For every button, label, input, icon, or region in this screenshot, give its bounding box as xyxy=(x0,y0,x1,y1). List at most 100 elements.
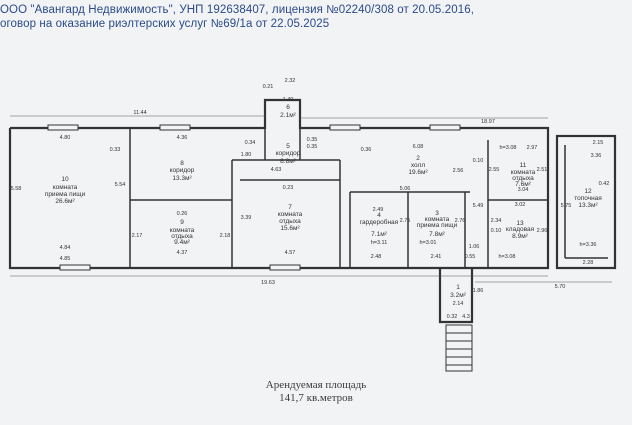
room-6-number: 6 xyxy=(286,104,290,111)
room-11-number: 11 xyxy=(520,162,527,169)
room-7-number: 7 xyxy=(288,204,292,211)
room-4-number: 4 xyxy=(377,212,381,219)
dim-label: 5.70 xyxy=(555,284,566,290)
dim-label: h=3.36 xyxy=(580,242,597,248)
dim-label: 4.36 xyxy=(177,135,188,141)
outer-wall-main xyxy=(8,98,550,270)
room-9-number: 9 xyxy=(180,219,184,226)
room-9-name: комната xyxy=(170,227,195,234)
dim-label: 0.55 xyxy=(465,254,476,260)
dim-label: h=3.01 xyxy=(420,240,437,246)
dim-label: 3.36 xyxy=(591,153,602,159)
dim-label: 0.36 xyxy=(361,147,372,153)
room-5-number: 5 xyxy=(286,143,290,150)
room-3-name2: приема пищи xyxy=(417,222,458,229)
room-9-area: 9.4м² xyxy=(174,239,191,246)
window-5 xyxy=(59,264,91,271)
room-2-area: 19.6м² xyxy=(408,169,428,176)
room-13-number: 13 xyxy=(516,220,524,227)
dim-label: 2.76 xyxy=(455,218,466,224)
room-13-area: 8.9м² xyxy=(512,233,529,240)
window-2 xyxy=(159,124,191,131)
dim-label: 5.49 xyxy=(473,203,484,209)
dim-label: 2.97 xyxy=(527,145,538,151)
rented-area-label: Арендуемая площадь xyxy=(265,379,367,391)
dim-label: 1.86 xyxy=(473,288,484,294)
dim-label: h=3.11 xyxy=(371,240,388,246)
room-7-name2: отдыха xyxy=(279,218,301,225)
room-12-name: топочная xyxy=(574,195,602,202)
inner-walls xyxy=(129,128,608,268)
dim-label: 2.41 xyxy=(431,254,442,260)
dim-label: 4.63 xyxy=(271,167,282,173)
dim-label: 4.85 xyxy=(60,256,71,262)
dim-label: 11.44 xyxy=(133,110,146,116)
room-5-area: 8.8м² xyxy=(280,158,297,165)
room-10-name: комната xyxy=(53,184,78,191)
dim-label: 0.26 xyxy=(177,211,188,217)
room-1-area: 3.2м² xyxy=(450,292,467,299)
room-8-area: 13.3м² xyxy=(172,175,192,182)
dim-label: 2.48 xyxy=(371,254,382,260)
dim-label: 1.06 xyxy=(469,244,480,250)
dim-label: 2.17 xyxy=(132,233,143,239)
outer-wall-boiler-room xyxy=(555,134,617,270)
room-4-area: 7.1м² xyxy=(371,231,388,238)
dim-label: 0.34 xyxy=(245,140,256,146)
dimension-lines xyxy=(10,115,612,283)
dim-label: 6.08 xyxy=(413,144,424,150)
dim-label: 4.57 xyxy=(285,250,296,256)
room-3-name: комната xyxy=(425,216,450,223)
room-9-name2: отдыха xyxy=(171,233,193,240)
dim-label: 0.42 xyxy=(599,181,610,187)
dim-label: 5.75 xyxy=(561,203,572,209)
dim-label: 5.06 xyxy=(400,186,411,192)
dim-label: 0.10 xyxy=(491,228,502,234)
room-2-name: холл xyxy=(411,162,425,169)
room-11-area: 7.6м² xyxy=(515,181,532,188)
room-11-name: комната xyxy=(511,169,536,176)
dim-label: 2.15 xyxy=(593,140,604,146)
dim-label: 4.37 xyxy=(177,250,188,256)
stairs xyxy=(445,324,473,372)
room-3-number: 3 xyxy=(435,210,439,217)
room-1-number: 1 xyxy=(456,284,460,291)
dim-label: 0.33 xyxy=(110,147,121,153)
room-10-number: 10 xyxy=(61,176,69,183)
dim-label: h=3.08 xyxy=(499,254,516,260)
dim-label: 0.35 xyxy=(307,144,318,150)
room-8-number: 8 xyxy=(180,160,184,167)
header-line-2: оговор на оказание риэлтерских услуг №69… xyxy=(0,18,330,30)
dim-label: 2.55 xyxy=(489,167,500,173)
dim-label: 2.18 xyxy=(220,233,231,239)
dim-label: 4.80 xyxy=(60,135,71,141)
room-13-name: кладовая xyxy=(506,226,535,233)
dim-label: 2.28 xyxy=(583,260,594,266)
dim-label: 3.02 xyxy=(515,202,526,208)
dim-label: 0.32 xyxy=(447,314,458,320)
outer-walls xyxy=(8,98,617,324)
dim-label: 2.49 xyxy=(373,207,384,213)
rented-area-value: 141,7 кв.метров xyxy=(279,392,353,404)
room-11-name2: отдыха xyxy=(512,175,534,182)
window-6 xyxy=(269,264,301,271)
dim-label: h=3.08 xyxy=(500,145,517,151)
dim-label: 2.96 xyxy=(537,228,548,234)
room-7-area: 15.6м² xyxy=(280,225,300,232)
outer-wall-vestibule xyxy=(438,268,474,324)
header-line-1: ООО "Авангард Недвижимость", УНП 1926384… xyxy=(0,4,475,16)
room-12-area: 13.3м² xyxy=(578,202,598,209)
dim-label: 3.04 xyxy=(518,187,529,193)
dim-label: 0.21 xyxy=(263,84,274,90)
room-2-number: 2 xyxy=(416,155,420,162)
windows xyxy=(47,124,461,271)
room-4-name: гардеробная xyxy=(360,218,399,226)
dim-label: 2.51 xyxy=(537,167,548,173)
window-1 xyxy=(47,124,79,131)
room-7-name: комната xyxy=(278,211,303,218)
dim-label: 0.10 xyxy=(473,158,484,164)
dim-label: 5.58 xyxy=(11,186,22,192)
window-3 xyxy=(329,124,361,131)
dim-label: 19.63 xyxy=(261,280,275,286)
